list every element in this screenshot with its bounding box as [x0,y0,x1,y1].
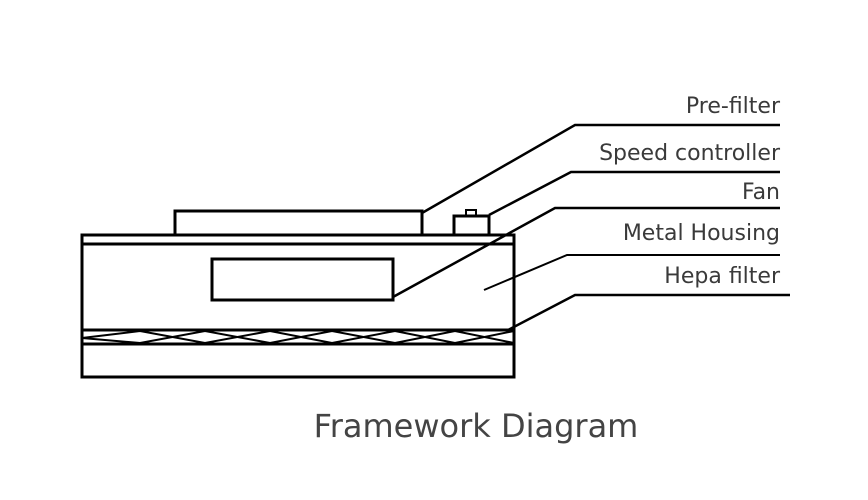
metal-housing-body [80,233,516,379]
diagram-title: Framework Diagram [313,407,639,445]
speed-controller-knob [465,209,477,217]
label-hepa-filter: Hepa filter [664,264,780,289]
hepa-filter-pleats-2 [81,329,515,345]
pre-filter-leader [421,123,780,215]
label-fan: Fan [741,180,780,205]
speed-controller-leader [488,170,780,217]
metal-housing-leader [483,254,780,291]
label-speed-controller: Speed controller [599,141,780,166]
fan-shape [210,257,395,302]
fan-leader [392,206,780,299]
label-metal-housing: Metal Housing [622,221,780,246]
hepa-filter-leader [507,293,790,332]
pre-filter-shape [173,209,424,237]
label-pre-filter: Pre-filter [685,94,780,119]
speed-controller-shape [452,214,491,237]
